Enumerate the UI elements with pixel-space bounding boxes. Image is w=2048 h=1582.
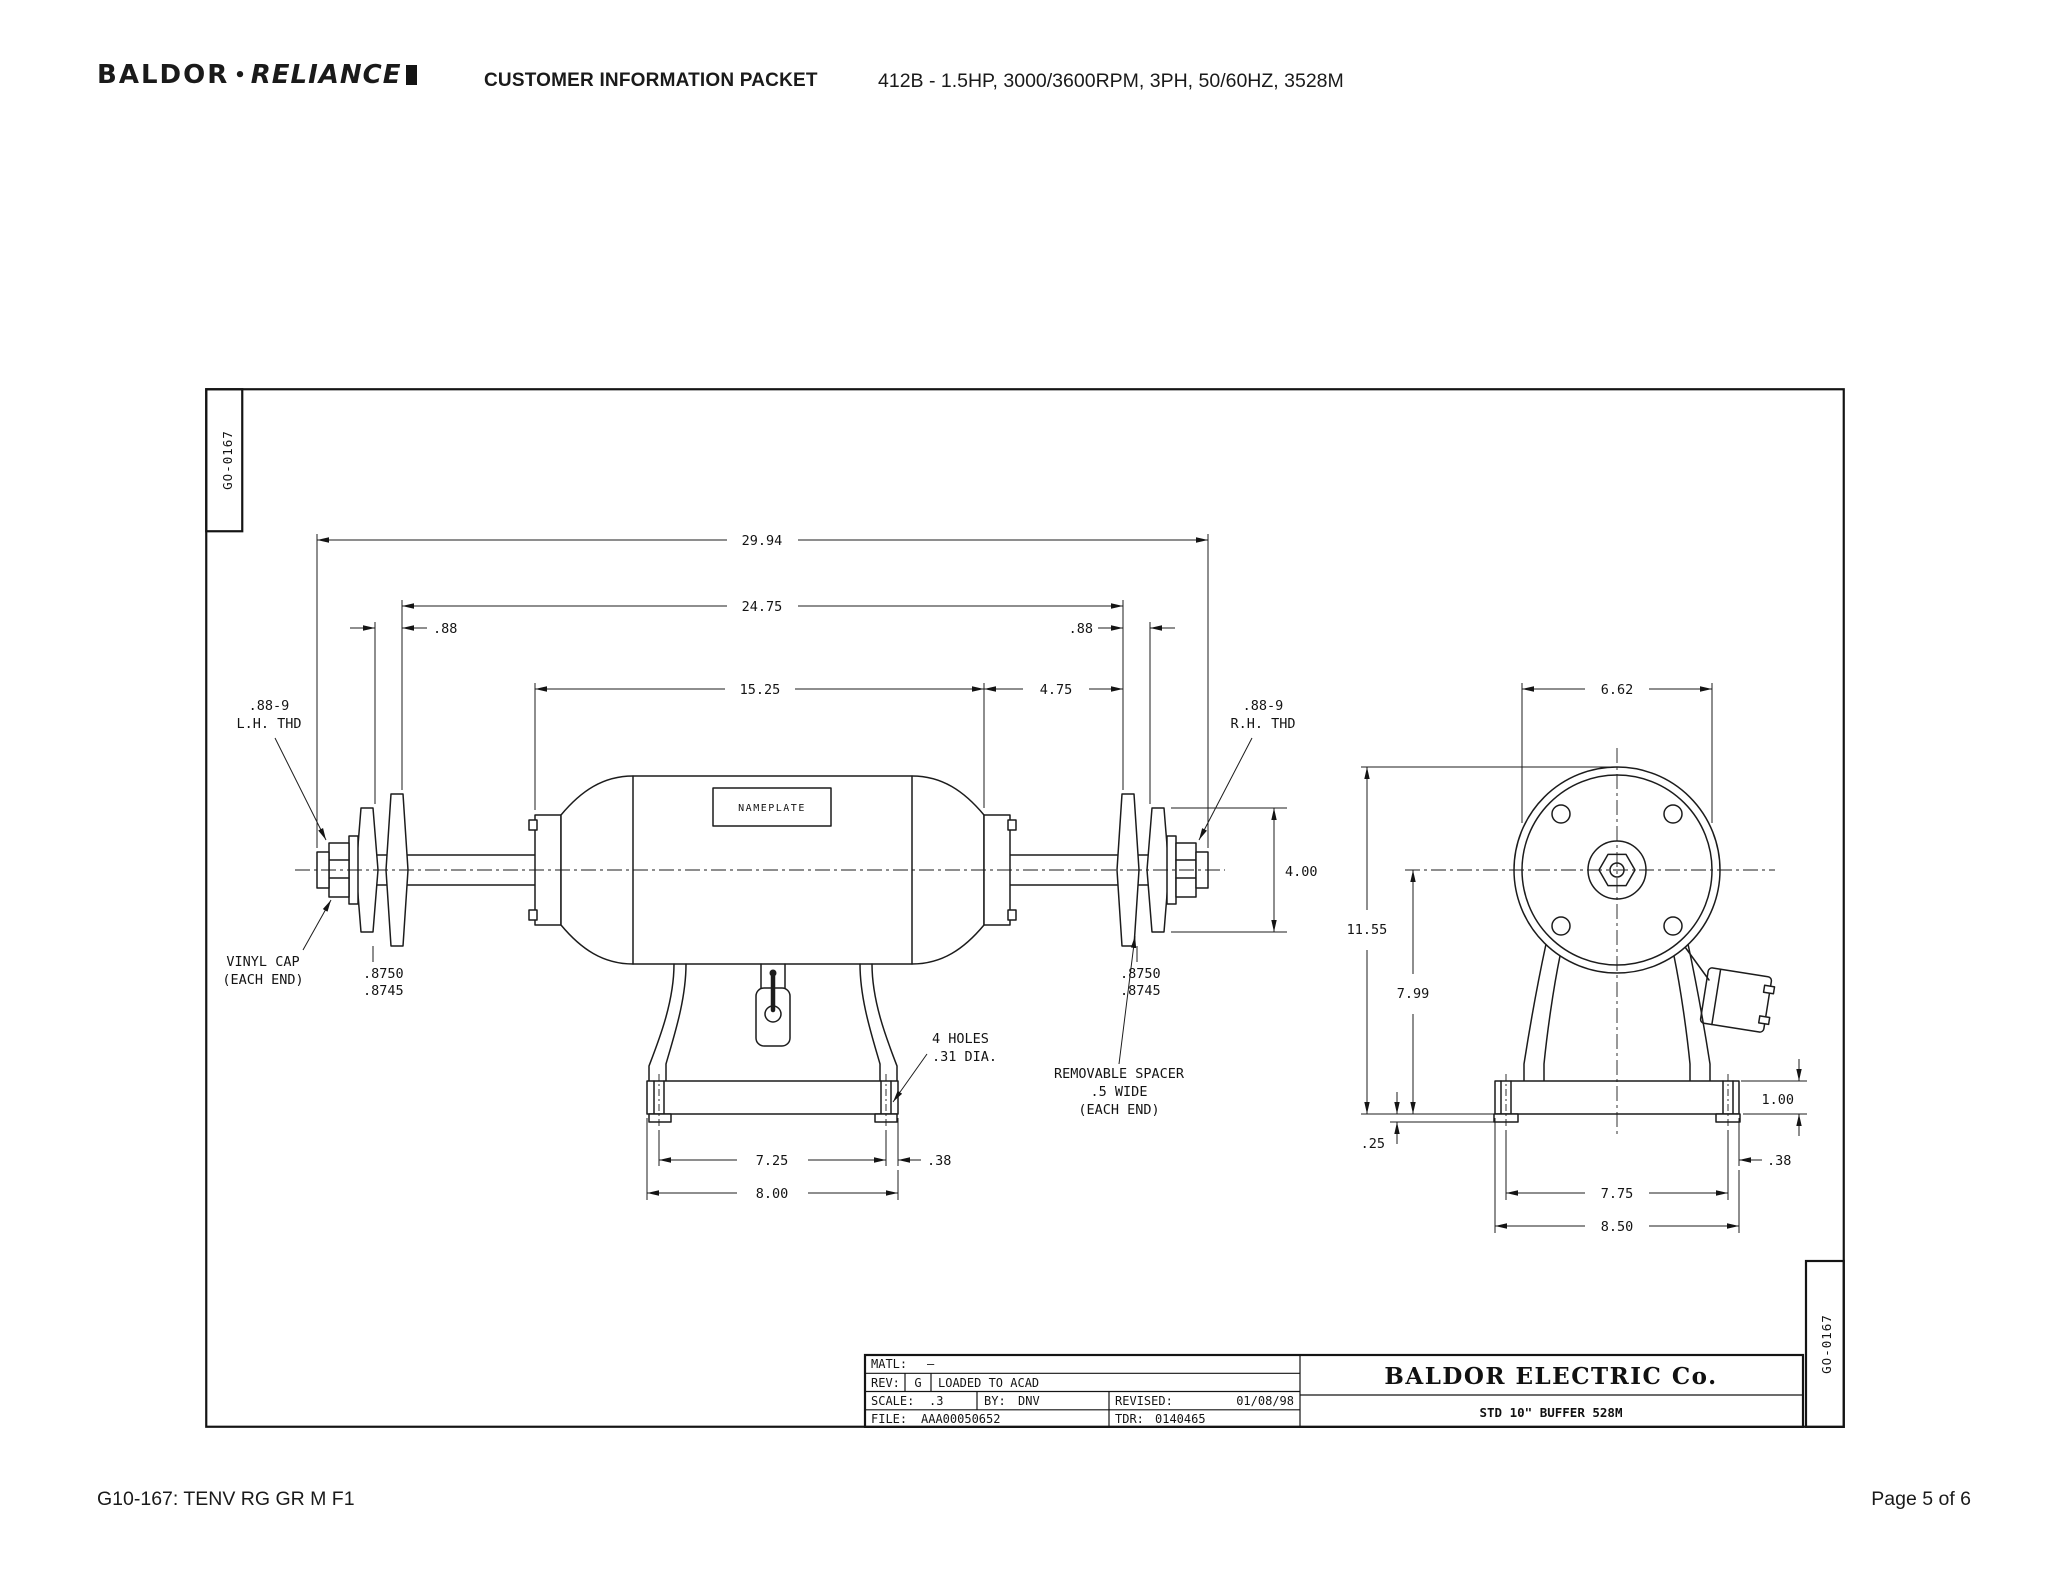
dim-flange-dia: 4.00	[1285, 864, 1318, 880]
logo-dot: •	[234, 64, 246, 86]
end-view-dimensions: 6.62 11.55 7.99 .25 1.00 .38	[1347, 682, 1807, 1235]
dim-face-dia: 6.62	[1601, 682, 1634, 698]
packet-title: CUSTOMER INFORMATION PACKET	[484, 70, 818, 91]
logo-mark-icon	[406, 65, 418, 85]
dim-shaft-extension: 4.75	[1040, 682, 1073, 698]
label-nameplate: NAMEPLATE	[738, 803, 806, 814]
label-holes-2: .31 DIA.	[932, 1049, 997, 1065]
title-block-scale-value: .3	[929, 1394, 943, 1408]
side-view-dimensions: 29.94 24.75 .88 .88 15.25 4.75 .88-9 L.H…	[222, 533, 1317, 1202]
dim-base-height: 1.00	[1761, 1092, 1794, 1108]
power-switch	[755, 963, 791, 1047]
title-block-file-label: FILE:	[871, 1412, 907, 1426]
label-rh-thread-hand: R.H. THD	[1230, 716, 1295, 732]
dim-shaft-height: 7.99	[1397, 986, 1430, 1002]
dim-left-shaft-dia-min: .8745	[363, 983, 404, 999]
drawing-title: STD 10" BUFFER 528M	[1480, 1405, 1623, 1420]
baldor-reliance-logo: BALDOR • RELIANCE	[97, 60, 418, 90]
title-block-by-label: BY:	[984, 1394, 1006, 1408]
motor-spec-line: 412B - 1.5HP, 3000/3600RPM, 3PH, 50/60HZ…	[878, 70, 1344, 92]
drawing-sheet: GO-0167 GO-0167	[205, 388, 1845, 1430]
main-drawing-svg: GO-0167 GO-0167	[205, 388, 1845, 1430]
dim-overall-height: 11.55	[1347, 922, 1388, 938]
dim-foot-hole-span: 7.25	[756, 1153, 789, 1169]
dim-right-end-play: .88	[1069, 621, 1093, 637]
label-lh-thread-spec: .88-9	[249, 698, 290, 714]
dim-overall-length: 29.94	[742, 533, 783, 549]
label-spacer-note-3: (EACH END)	[1078, 1102, 1159, 1118]
doc-number-top: GO-0167	[220, 430, 235, 490]
dim-base-length: 8.00	[756, 1186, 789, 1202]
dim-hole-edge-offset: .38	[1767, 1153, 1791, 1169]
dim-frame-length: 15.25	[740, 682, 781, 698]
title-block-file-value: AAA00050652	[921, 1412, 1000, 1426]
title-block-matl-value: —	[927, 1357, 935, 1371]
label-holes-1: 4 HOLES	[932, 1031, 989, 1047]
label-lh-thread-hand: L.H. THD	[236, 716, 301, 732]
label-spacer-note-1: REMOVABLE SPACER	[1054, 1066, 1185, 1082]
dim-foot-hole-edge: .38	[927, 1153, 951, 1169]
dim-right-shaft-dia-max: .8750	[1120, 966, 1161, 982]
label-vinyl-cap-1: VINYL CAP	[226, 954, 299, 970]
dim-left-shaft-dia-max: .8750	[363, 966, 404, 982]
title-block-by-value: DNV	[1018, 1394, 1040, 1408]
dim-foot-hole-span-end: 7.75	[1601, 1186, 1634, 1202]
title-block-matl-label: MATL:	[871, 1357, 907, 1371]
title-block-revised-label: REVISED:	[1115, 1394, 1173, 1408]
title-block-tdr-label: TDR:	[1115, 1412, 1144, 1426]
dim-length-over-spacers: 24.75	[742, 599, 783, 615]
logo-reliance-text: RELIANCE	[250, 60, 402, 90]
sheet-border	[205, 388, 1845, 1428]
end-view-drawing	[1405, 748, 1776, 1136]
logo-baldor-text: BALDOR	[97, 60, 230, 90]
doc-number-box-top-left: GO-0167	[205, 388, 244, 533]
footer-doc-ref: G10-167: TENV RG GR M F1	[97, 1488, 355, 1510]
doc-number-box-bottom-right: GO-0167	[1804, 1259, 1845, 1429]
title-block-rev-note: LOADED TO ACAD	[938, 1376, 1039, 1390]
company-name: BALDOR ELECTRIC Co.	[1384, 1363, 1717, 1390]
conduit-box	[1699, 967, 1776, 1033]
nameplate-box	[712, 787, 832, 827]
dim-right-shaft-dia-min: .8745	[1120, 983, 1161, 999]
title-block-rev-label: REV:	[871, 1376, 900, 1390]
title-block-tdr-value: 0140465	[1155, 1412, 1206, 1426]
title-block-revised-value: 01/08/98	[1236, 1394, 1294, 1408]
title-block: MATL: — REV: G LOADED TO ACAD SCALE: .3 …	[863, 1353, 1805, 1430]
dim-pad-height: .25	[1361, 1136, 1385, 1152]
dim-base-width: 8.50	[1601, 1219, 1634, 1235]
title-block-rev-value: G	[914, 1376, 921, 1390]
label-rh-thread-spec: .88-9	[1243, 698, 1284, 714]
doc-number-bottom: GO-0167	[1819, 1314, 1834, 1374]
dim-left-end-play: .88	[433, 621, 457, 637]
label-spacer-note-2: .5 WIDE	[1091, 1084, 1148, 1100]
label-vinyl-cap-2: (EACH END)	[222, 972, 303, 988]
title-block-scale-label: SCALE:	[871, 1394, 914, 1408]
footer-page-number: Page 5 of 6	[1871, 1488, 1971, 1510]
